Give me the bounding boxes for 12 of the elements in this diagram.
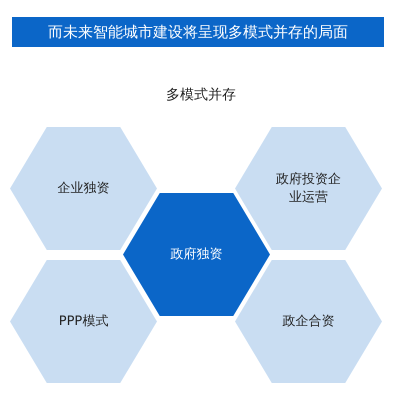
hexagon	[123, 193, 270, 316]
hexagon-label: PPP模式	[58, 312, 110, 330]
hexagon-label: 政府独资	[170, 246, 224, 264]
hexagon	[10, 260, 157, 383]
title-banner: 而未来智能城市建设将呈现多模式并存的局面	[12, 17, 384, 47]
hexagon-label: 政企合资	[282, 312, 336, 330]
hexagon-label: 企业独资	[56, 180, 110, 198]
heading-label: 多模式并存	[165, 86, 237, 104]
hexagon	[235, 260, 382, 383]
hexagon	[10, 127, 157, 250]
hexagon	[235, 127, 382, 250]
hexagon-label: 政府投资企业运营	[275, 170, 342, 206]
